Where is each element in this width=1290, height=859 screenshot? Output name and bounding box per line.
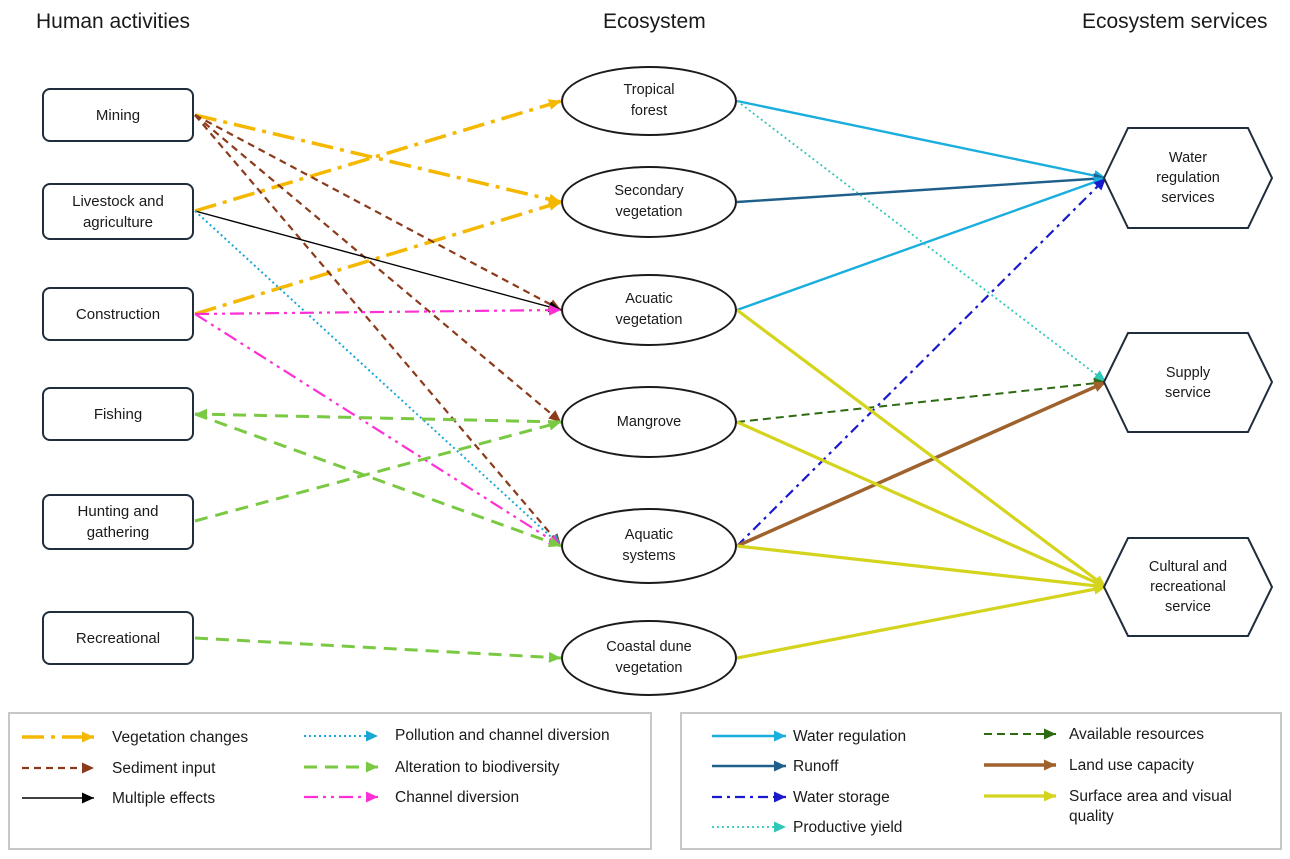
legend-label-surface-area-visual-quality: Surface area and visual quality xyxy=(1069,788,1232,825)
edge-tropical-water xyxy=(736,99,1107,180)
ecosystem-services-title: Ecosystem services xyxy=(1082,10,1268,33)
hexagon-cultural xyxy=(1102,537,1274,637)
legend-sample-channel-arrowhead xyxy=(366,791,378,803)
human-activities-title: Human activities xyxy=(36,10,191,33)
edge-mangrove-cultural xyxy=(736,420,1107,589)
legend-sample-sediment-arrowhead xyxy=(82,762,94,774)
legend-label-channel-diversion: Channel diversion xyxy=(395,789,520,806)
ecosystem-aquatic-systems: Aquatic systems xyxy=(561,508,737,584)
legend-sample-water-regulation-arrowhead xyxy=(774,730,786,742)
edge-aquatic-systems-supply xyxy=(736,380,1107,548)
edge-aquatic-systems-water xyxy=(736,177,1107,547)
legend-label-productive-yield: Productive yield xyxy=(793,819,903,836)
activity-box-fishing: Fishing xyxy=(42,387,194,441)
legend-sample-runoff-arrowhead xyxy=(774,760,786,772)
legend-label-multiple-effects: Multiple effects xyxy=(112,790,216,807)
edge-mining-mangrove xyxy=(194,114,562,423)
ecosystem-acuatic-vegetation: Acuatic vegetation xyxy=(561,274,737,346)
legend-sample-pollution-arrowhead xyxy=(366,730,378,742)
edge-aquatic-systems-cultural xyxy=(736,544,1107,589)
legend-label-water-regulation: Water regulation xyxy=(793,728,907,745)
edge-construction-aquatic-systems xyxy=(194,313,562,547)
legend-ecosystem-services xyxy=(680,712,1282,850)
edge-mining-aquatic-systems xyxy=(194,114,562,547)
edge-livestock-acuatic xyxy=(194,210,562,311)
edge-acuatic-cultural xyxy=(736,308,1107,589)
edge-recreational-dune-arrowhead xyxy=(548,651,561,663)
legend-sample-productive-yield-arrowhead xyxy=(774,821,786,833)
ecosystem-title: Ecosystem xyxy=(603,10,706,33)
edge-aquatic-systems-water-arrowhead xyxy=(1093,178,1106,191)
service-water-regulation-label: Water regulation services xyxy=(1156,150,1220,206)
edge-mining-mangrove-arrowhead xyxy=(548,410,561,422)
ecosystem-mangrove: Mangrove xyxy=(561,386,737,458)
edge-mangrove-supply xyxy=(736,381,1107,423)
edge-construction-acuatic-arrowhead xyxy=(548,304,561,316)
edge-dune-cultural-arrowhead xyxy=(1093,583,1106,595)
ecosystem-secondary-vegetation: Secondary vegetation xyxy=(561,166,737,238)
edge-hunting-mangrove xyxy=(194,420,562,523)
hexagon-supply xyxy=(1102,332,1274,433)
legend-label-sediment-input: Sediment input xyxy=(112,760,216,777)
ecosystem-coastal-dune-vegetation: Coastal dune vegetation xyxy=(561,620,737,696)
legend-human-activities xyxy=(8,712,652,850)
service-cultural-label: Cultural and recreational service xyxy=(1148,559,1228,615)
activity-box-hunting-gathering: Hunting and gathering xyxy=(42,494,194,550)
legend-sample-vegetation-arrowhead xyxy=(82,731,94,743)
edge-recreational-dune xyxy=(194,636,562,660)
edge-secondary-water xyxy=(736,176,1107,204)
edge-acuatic-water xyxy=(736,176,1107,312)
edge-mining-acuatic xyxy=(194,114,562,311)
legend-label-land-use-capacity: Land use capacity xyxy=(1069,757,1194,774)
edge-livestock-tropical xyxy=(194,99,562,213)
legend-label-available-resources: Available resources xyxy=(1069,726,1204,743)
edge-aquatic-systems-supply-arrowhead xyxy=(1092,381,1106,392)
activity-box-recreational: Recreational xyxy=(42,611,194,665)
service-supply-label: Supply service xyxy=(1165,364,1211,401)
legend-sample-available-resources-arrowhead xyxy=(1044,728,1056,740)
edge-fishing-aquatic-systems xyxy=(194,412,562,548)
ecosystem-tropical-forest: Tropical forest xyxy=(561,66,737,136)
legend-sample-land-use-arrowhead xyxy=(1044,759,1056,771)
legend-label-water-storage: Water storage xyxy=(793,789,890,806)
legend-label-runoff: Runoff xyxy=(793,758,839,775)
edge-construction-secondary xyxy=(194,200,562,316)
edge-mangrove-fishing xyxy=(194,412,562,424)
edge-construction-secondary-arrowhead xyxy=(547,200,561,211)
edge-livestock-tropical-arrowhead xyxy=(547,99,561,110)
legend-sample-surface-area-arrowhead xyxy=(1044,790,1056,802)
edge-hunting-mangrove-arrowhead xyxy=(547,419,561,431)
activity-box-livestock-agriculture: Livestock and agriculture xyxy=(42,183,194,240)
legend-sample-multiple-arrowhead xyxy=(82,792,94,804)
legend-label-vegetation-changes: Vegetation changes xyxy=(112,729,249,746)
legend-sample-biodiversity-arrowhead xyxy=(366,761,378,773)
legend-label-alteration-biodiversity: Alteration to biodiversity xyxy=(395,759,560,776)
activity-box-mining: Mining xyxy=(42,88,194,142)
edge-fishing-aquatic-systems-arrowhead xyxy=(547,536,561,548)
edge-construction-acuatic xyxy=(194,308,562,316)
edge-dune-cultural xyxy=(736,585,1107,660)
hexagon-water-regulation xyxy=(1102,127,1274,229)
edge-tropical-supply xyxy=(736,100,1107,383)
legend-label-pollution-channel-diversion: Pollution and channel diversion xyxy=(395,727,610,744)
legend-sample-water-storage-arrowhead xyxy=(774,791,786,803)
activity-box-construction: Construction xyxy=(42,287,194,341)
